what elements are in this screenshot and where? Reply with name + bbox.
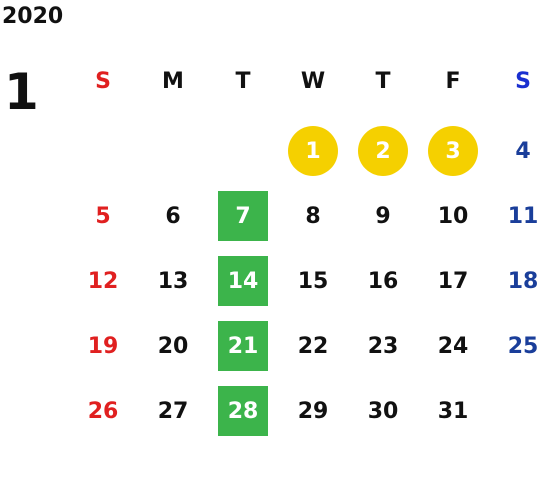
weekday-mon: M (162, 68, 184, 94)
day-number: 3 (428, 126, 478, 176)
day-cell-8: 8 (278, 183, 348, 249)
day-cell-16: 16 (348, 248, 418, 314)
day-cell-20: 20 (138, 313, 208, 379)
day-number: 29 (297, 398, 329, 424)
day-number: 10 (437, 203, 469, 229)
day-cell-31: 31 (418, 378, 488, 444)
day-cell-18: 18 (488, 248, 548, 314)
day-cell-1: 1 (278, 118, 348, 184)
day-cell-3: 3 (418, 118, 488, 184)
day-number: 1 (288, 126, 338, 176)
day-number: 23 (367, 333, 399, 359)
week-row: 12 13 14 15 16 17 18 (68, 248, 548, 314)
day-number: 12 (87, 268, 119, 294)
day-number: 20 (157, 333, 189, 359)
week-row: 5 6 7 8 9 10 11 (68, 183, 548, 249)
weekday-wed: W (300, 68, 326, 94)
year-label: 2020 (2, 4, 64, 29)
day-number: 13 (157, 268, 189, 294)
empty-day-cell (68, 118, 138, 184)
day-cell-12: 12 (68, 248, 138, 314)
day-number: 6 (165, 203, 181, 229)
empty-day-cell (488, 378, 548, 444)
day-cell-10: 10 (418, 183, 488, 249)
day-cell-27: 27 (138, 378, 208, 444)
week-row: 19 20 21 22 23 24 25 (68, 313, 548, 379)
day-number: 31 (437, 398, 469, 424)
day-cell-26: 26 (68, 378, 138, 444)
day-cell-19: 19 (68, 313, 138, 379)
day-cell-29: 29 (278, 378, 348, 444)
day-cell-11: 11 (488, 183, 548, 249)
day-number: 2 (358, 126, 408, 176)
day-number: 8 (305, 203, 321, 229)
day-cell-23: 23 (348, 313, 418, 379)
day-cell-2: 2 (348, 118, 418, 184)
day-cell-4: 4 (488, 118, 548, 184)
day-number: 28 (218, 386, 268, 436)
day-number: 24 (437, 333, 469, 359)
day-cell-24: 24 (418, 313, 488, 379)
day-cell-6: 6 (138, 183, 208, 249)
day-cell-28: 28 (208, 378, 278, 444)
weekday-sun: S (95, 68, 111, 94)
weekday-thu: T (375, 68, 391, 94)
day-number: 19 (87, 333, 119, 359)
day-cell-9: 9 (348, 183, 418, 249)
weekday-header-row: S M T W T F S (68, 48, 548, 114)
day-number: 4 (515, 138, 531, 164)
day-cell-17: 17 (418, 248, 488, 314)
empty-day-cell (138, 118, 208, 184)
day-cell-7: 7 (208, 183, 278, 249)
day-cell-13: 13 (138, 248, 208, 314)
weekday-tue: T (235, 68, 251, 94)
day-number: 14 (218, 256, 268, 306)
day-number: 26 (87, 398, 119, 424)
day-number: 16 (367, 268, 399, 294)
day-number: 5 (95, 203, 111, 229)
empty-day-cell (208, 118, 278, 184)
day-cell-14: 14 (208, 248, 278, 314)
day-number: 21 (218, 321, 268, 371)
day-cell-5: 5 (68, 183, 138, 249)
day-number: 15 (297, 268, 329, 294)
day-number: 30 (367, 398, 399, 424)
day-number: 7 (218, 191, 268, 241)
day-cell-30: 30 (348, 378, 418, 444)
day-cell-15: 15 (278, 248, 348, 314)
week-row: 26 27 28 29 30 31 (68, 378, 548, 444)
day-number: 9 (375, 203, 391, 229)
day-number: 25 (507, 333, 539, 359)
day-number: 11 (507, 203, 539, 229)
day-number: 22 (297, 333, 329, 359)
day-number: 18 (507, 268, 539, 294)
day-number: 17 (437, 268, 469, 294)
month-label: 1 (4, 63, 39, 121)
day-cell-25: 25 (488, 313, 548, 379)
weekday-sat: S (515, 68, 531, 94)
day-cell-22: 22 (278, 313, 348, 379)
day-cell-21: 21 (208, 313, 278, 379)
day-number: 27 (157, 398, 189, 424)
weekday-fri: F (445, 68, 461, 94)
